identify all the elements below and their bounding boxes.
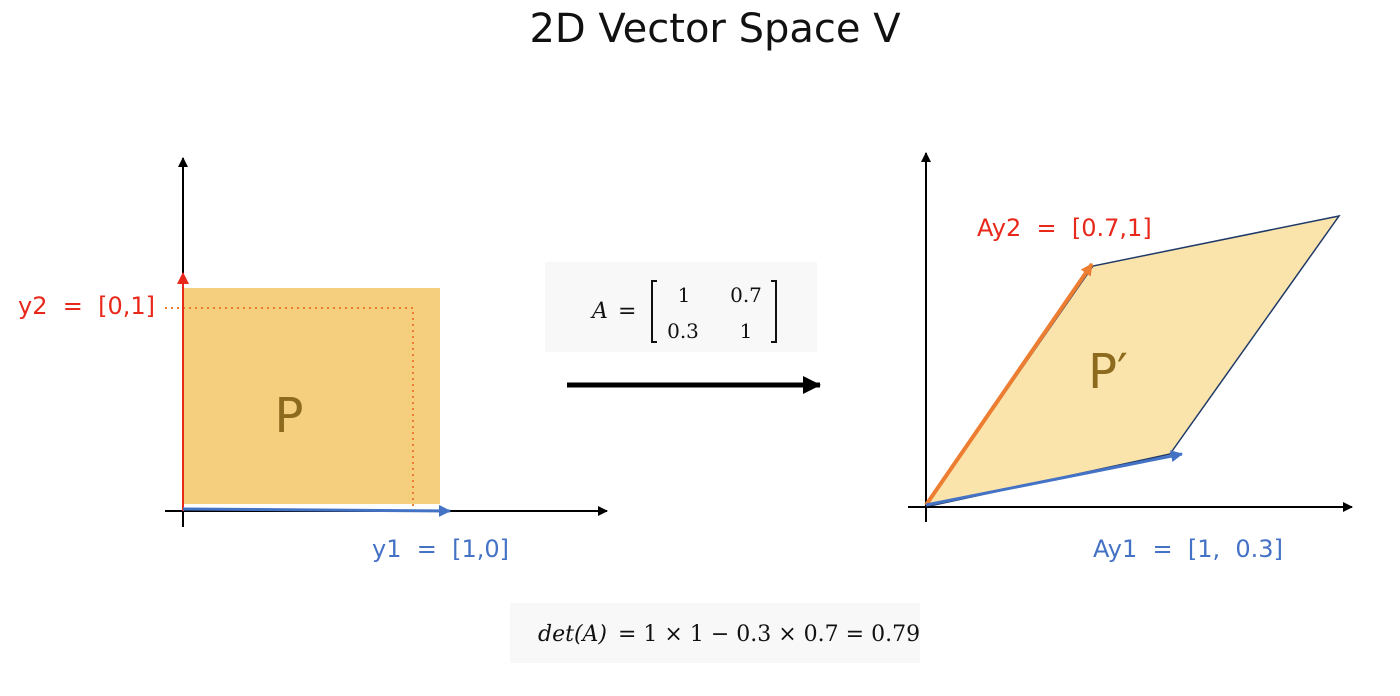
- vector-ay2: [924, 262, 1094, 507]
- dotted-guide: [165, 307, 414, 511]
- region-label-p-prime: P′: [1088, 344, 1128, 400]
- matrix-symbol: A: [590, 299, 608, 324]
- y1-label: y1 = [1,0]: [372, 535, 509, 563]
- determinant-formula: det(A) = 1 × 1 − 0.3 × 0.7 = 0.79: [538, 622, 920, 647]
- y2-label: y2 = [0,1]: [18, 292, 155, 320]
- vector-ay1: [925, 450, 1183, 507]
- matrix-left-bracket: [651, 280, 657, 343]
- matrix-equals: =: [618, 299, 636, 324]
- page-title: 2D Vector Space V: [529, 6, 901, 52]
- left-panel: P y2 = [0,1] y1 = [1,0]: [18, 157, 608, 563]
- transform: A = 1 0.7 0.3 1: [567, 280, 821, 394]
- matrix-cell-21: 0.3: [667, 319, 699, 343]
- matrix-right-bracket: [771, 280, 777, 343]
- right-panel: P′ Ay2 = [0.7,1] Ay1 = [1, 0.3]: [908, 152, 1353, 563]
- ay1-label: Ay1 = [1, 0.3]: [1093, 535, 1283, 563]
- unit-square-p: [183, 288, 440, 504]
- determinant-background: [510, 603, 920, 663]
- vector-y1: [182, 504, 451, 517]
- ay2-label: Ay2 = [0.7,1]: [977, 214, 1152, 242]
- matrix-cell-12: 0.7: [730, 283, 762, 307]
- matrix-cell-11: 1: [678, 283, 691, 307]
- region-label-p: P: [275, 388, 304, 444]
- matrix-cell-22: 1: [740, 319, 753, 343]
- determinant-rhs: = 1 × 1 − 0.3 × 0.7 = 0.79: [618, 622, 920, 647]
- matrix-background: [545, 262, 817, 352]
- determinant-lhs: det(A): [538, 622, 607, 647]
